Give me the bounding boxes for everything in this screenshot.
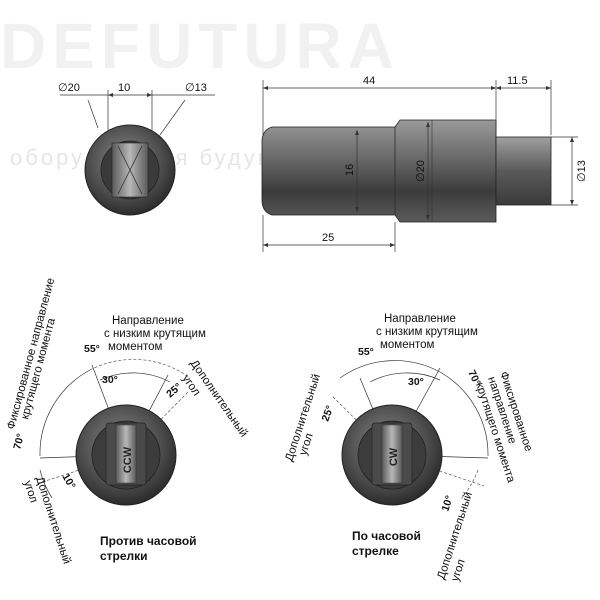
side-view: 44 11.5 16 ∅20 ∅13 25 [261,75,588,252]
ccw-caption-1: Против часовой [100,534,197,548]
cw-caption-2: стрелке [352,544,399,558]
cw-low-label-3: моментом [380,339,434,351]
ccw-extra-right-label: Дополнительный [188,358,250,439]
cw-angle-25: 25° [320,404,337,423]
end-view: ∅20 10 ∅13 [58,82,215,216]
dim-10-label: 10 [118,82,130,94]
ccw-knob-label: CCW [122,446,134,473]
watermark-brand: DEFUTURA [0,10,400,82]
cw-low-label-1: Направление [384,313,456,325]
ccw-angle-30: 30° [102,374,118,386]
ccw-angle-10: 10° [59,472,77,492]
cw-angle-10: 10° [439,494,455,513]
dim-16-label: 16 [344,164,356,176]
dim-d20-side-label: ∅20 [415,160,427,182]
dim-d13-label: ∅13 [185,82,207,94]
ccw-angle-25: 25° [164,381,184,400]
cw-knob-label: CW [388,447,400,466]
dim-d13-side-label: ∅13 [576,160,588,182]
dim-11-5-label: 11.5 [507,75,528,87]
ccw-angle-70: 70° [11,432,27,450]
ccw-caption-2: стрелки [100,549,148,563]
cw-low-label-2: с низким крутящим [376,326,478,338]
ccw-view: CCW 55° 30° 25° 70° 10° Фиксированное на… [5,277,249,566]
dim-44-label: 44 [363,75,375,87]
dim-25-label: 25 [322,232,334,244]
cw-view: CW 55° 30° 25° 70° 10° Направление с низ… [283,313,534,583]
ccw-angle-55: 55° [84,343,100,355]
ccw-low-label-3: моментом [108,341,162,353]
cw-angle-30: 30° [408,376,424,388]
dim-d20-label: ∅20 [58,82,80,94]
cw-caption-1: По часовой [352,529,421,543]
ccw-low-label-2: с низким крутящим [104,328,206,340]
ccw-low-label-1: Направление [112,315,184,327]
cw-angle-55: 55° [358,346,374,358]
